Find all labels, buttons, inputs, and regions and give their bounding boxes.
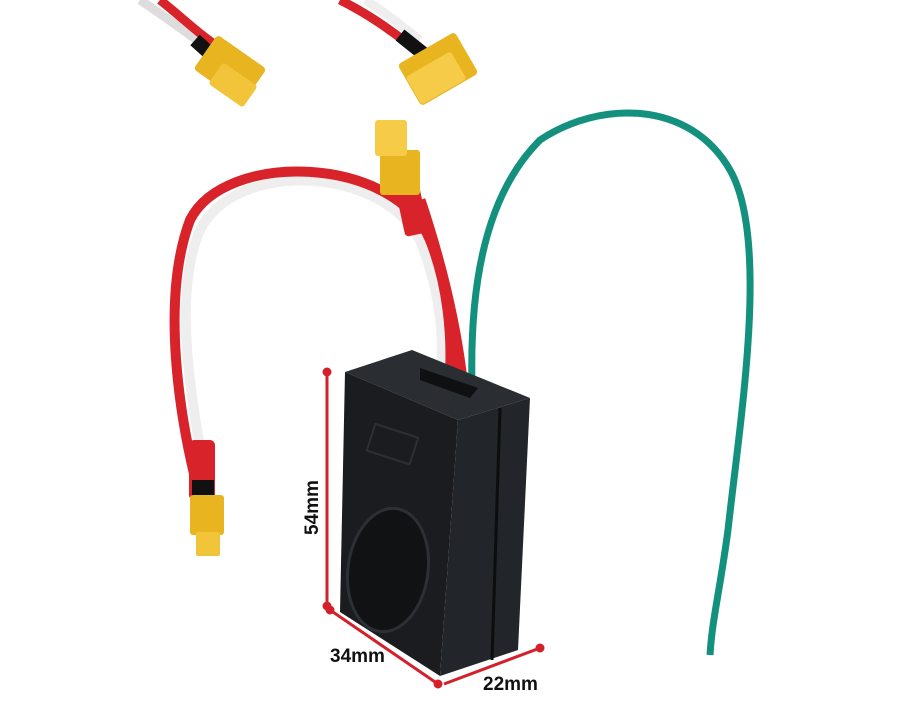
dimension-lines [322, 367, 545, 689]
xt30-connector-top [375, 120, 468, 381]
width-label: 22mm [483, 674, 538, 695]
green-wire [468, 109, 754, 656]
height-label: 54mm [302, 480, 323, 535]
alarm-box [340, 350, 530, 676]
length-label: 34mm [330, 646, 385, 667]
xt30-connector-bottom-left [190, 495, 224, 556]
xt60-connector-top-center [337, 0, 478, 105]
xt60-connector-top-left [137, 0, 266, 107]
